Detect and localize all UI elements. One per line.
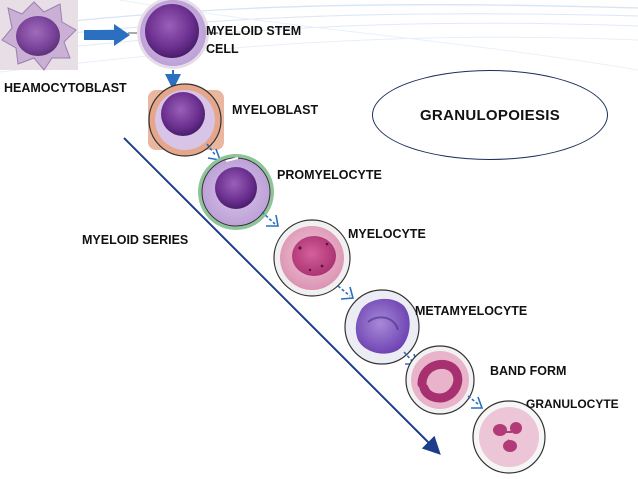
myeloid-series-arrow bbox=[123, 137, 441, 455]
promyelocyte-cell bbox=[198, 154, 274, 230]
label-myeloid-stem-line2: CELL bbox=[206, 42, 239, 56]
myelocyte-cell bbox=[273, 219, 351, 297]
myeloid-stem-cell bbox=[128, 0, 218, 69]
diagram-title: GRANULOPOIESIS bbox=[419, 106, 561, 124]
band-form-cell bbox=[405, 345, 475, 415]
label-promyelocyte: PROMYELOCYTE bbox=[277, 168, 382, 182]
label-myeloid-stem-line1: MYELOID STEM bbox=[206, 24, 302, 38]
label-granulocyte: GRANULOCYTE bbox=[526, 397, 619, 411]
label-myelocyte: MYELOCYTE bbox=[348, 227, 426, 241]
title-oval: GRANULOPOIESIS bbox=[372, 70, 608, 160]
granulocyte-cell bbox=[472, 400, 546, 474]
myeloblast-cell bbox=[148, 83, 224, 157]
arrow-promyelocyte-to-myelocyte bbox=[261, 211, 279, 227]
arrow-heamocytoblast-to-stem bbox=[84, 24, 130, 46]
arrow-myelocyte-to-metamyelocyte bbox=[337, 285, 355, 300]
label-band-form: BAND FORM bbox=[490, 364, 567, 378]
label-heamocytoblast: HEAMOCYTOBLAST bbox=[4, 81, 127, 95]
label-myeloblast: MYELOBLAST bbox=[232, 103, 319, 117]
arrow-band-to-granulocyte bbox=[467, 395, 484, 409]
label-metamyelocyte: METAMYELOCYTE bbox=[415, 304, 528, 318]
heamocytoblast-cell bbox=[0, 0, 78, 71]
label-myeloid-series: MYELOID SERIES bbox=[82, 233, 189, 247]
metamyelocyte-cell bbox=[344, 289, 420, 365]
